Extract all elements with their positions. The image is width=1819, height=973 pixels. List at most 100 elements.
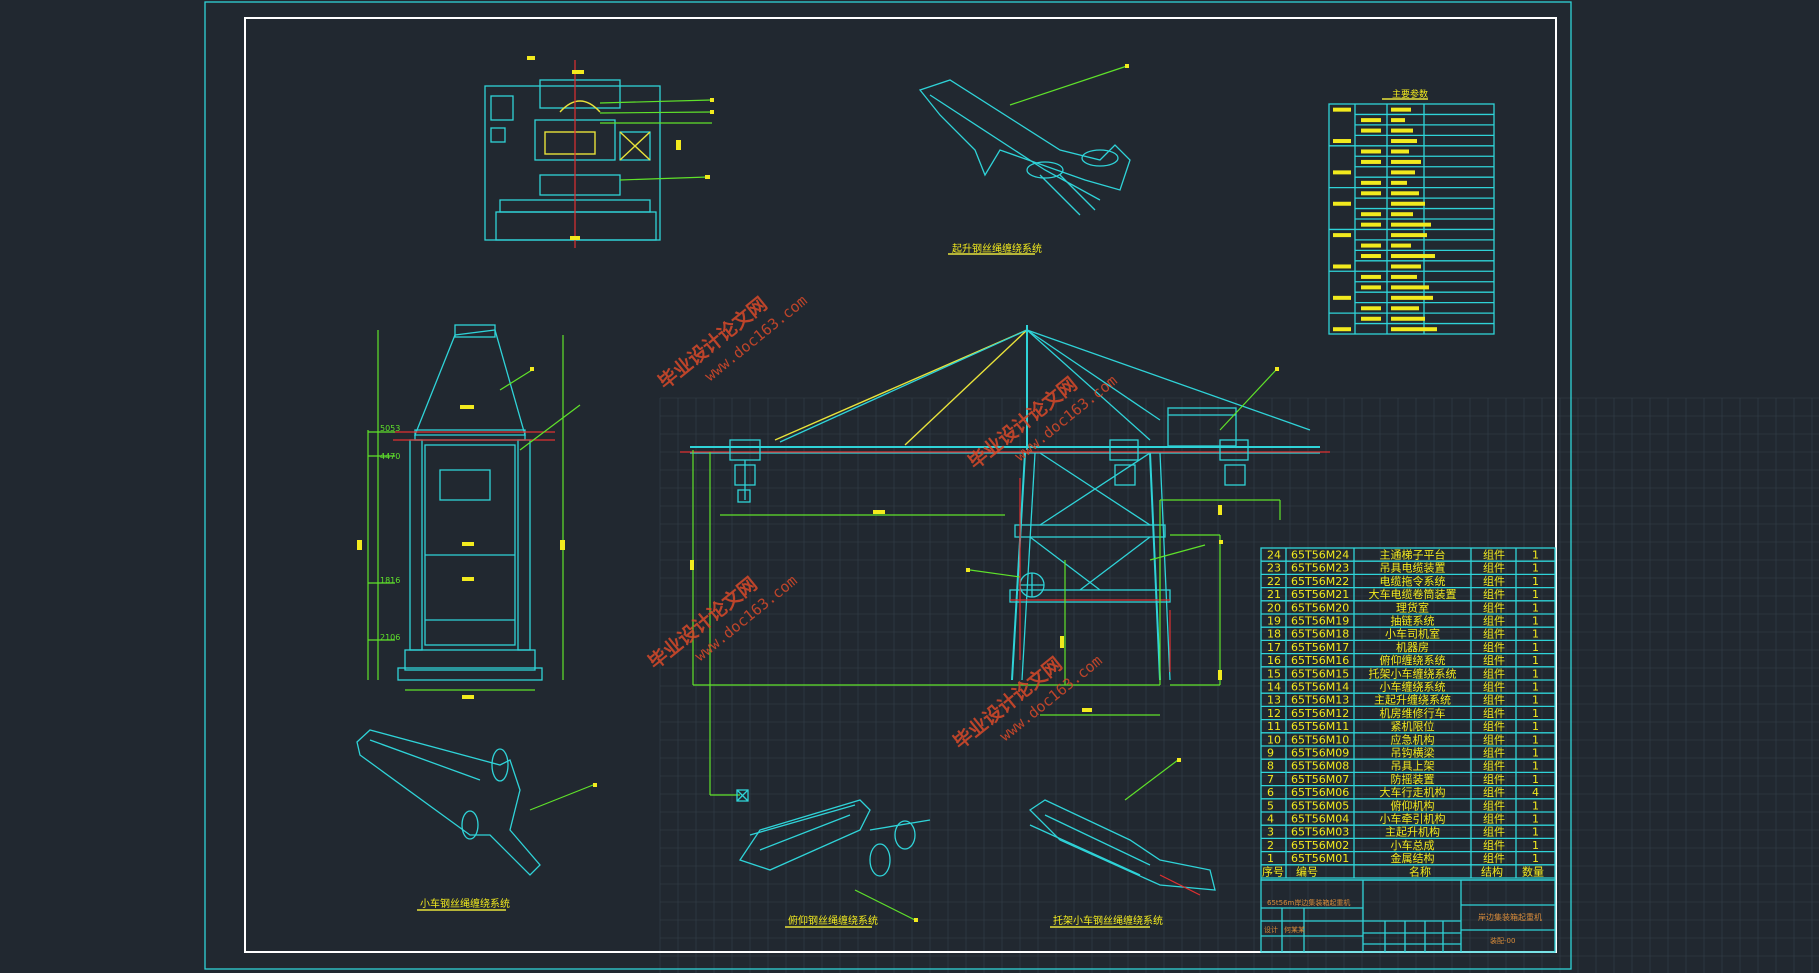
bom-cell-name: 主起升缠绕系统 — [1374, 693, 1451, 707]
bom-cell-qty: 1 — [1532, 773, 1539, 786]
bom-cell-name: 主起升机构 — [1385, 825, 1440, 839]
sheet-number: 装配-00 — [1490, 936, 1515, 945]
bom-cell-no: 23 — [1267, 562, 1281, 575]
bom-cell-code: 65T56M21 — [1291, 588, 1349, 601]
bom-cell-name: 机房维修行车 — [1380, 706, 1446, 720]
bom-cell-no: 15 — [1267, 667, 1281, 680]
bom-cell-no: 22 — [1267, 575, 1281, 588]
dim-5053: 5053 — [380, 424, 400, 433]
bom-cell-type: 组件 — [1483, 680, 1505, 694]
dim-2106: 2106 — [380, 633, 400, 642]
bom-header-cell: 序号 — [1262, 864, 1284, 878]
bom-cell-name: 电缆拖令系统 — [1380, 574, 1446, 588]
bom-cell-name: 主通梯子平台 — [1380, 548, 1446, 562]
bom-cell-no: 14 — [1267, 681, 1281, 694]
bom-cell-qty: 1 — [1532, 681, 1539, 694]
bom-cell-name: 俯仰机构 — [1391, 798, 1435, 812]
trolley-rope-diagram: 小车钢丝绳缠绕系统 — [356, 729, 597, 911]
bom-cell-code: 65T56M23 — [1291, 562, 1349, 575]
bom-cell-type: 组件 — [1483, 851, 1505, 865]
bom-cell-qty: 1 — [1532, 575, 1539, 588]
bom-cell-no: 4 — [1267, 813, 1274, 826]
bom-cell-qty: 1 — [1532, 813, 1539, 826]
inner-frame — [244, 17, 1557, 953]
bom-cell-code: 65T56M12 — [1291, 707, 1349, 720]
bom-cell-code: 65T56M07 — [1291, 773, 1349, 786]
bom-cell-type: 组件 — [1483, 772, 1505, 786]
bom-cell-type: 组件 — [1483, 653, 1505, 667]
bom-cell-code: 65T56M22 — [1291, 575, 1349, 588]
bom-cell-no: 19 — [1267, 615, 1281, 628]
bom-cell-name: 小车司机室 — [1385, 627, 1440, 641]
bom-cell-type: 组件 — [1483, 561, 1505, 575]
bom-cell-no: 18 — [1267, 628, 1281, 641]
outer-border — [204, 1, 1572, 970]
bom-cell-code: 65T56M03 — [1291, 826, 1349, 839]
main-elevation — [680, 325, 1330, 802]
bom-cell-code: 65T56M18 — [1291, 628, 1349, 641]
bom-cell-type: 组件 — [1483, 746, 1505, 760]
bom-cell-qty: 1 — [1532, 588, 1539, 601]
drawing-name: 65t56m岸边集装箱起重机 — [1267, 898, 1350, 907]
bom-cell-name: 紧机限位 — [1391, 719, 1435, 733]
bom-cell-qty: 1 — [1532, 615, 1539, 628]
bom-header-cell: 编号 — [1296, 864, 1318, 878]
bom-cell-qty: 1 — [1532, 733, 1539, 746]
bom-cell-type: 组件 — [1483, 640, 1505, 654]
bom-cell-code: 65T56M02 — [1291, 839, 1349, 852]
bom-cell-code: 65T56M11 — [1291, 720, 1349, 733]
bom-cell-code: 65T56M24 — [1291, 549, 1349, 562]
bom-cell-qty: 1 — [1532, 747, 1539, 760]
bom-cell-code: 65T56M05 — [1291, 799, 1349, 812]
cradle-rope-title: 托架小车钢丝绳缠绕系统 — [1053, 914, 1163, 927]
bom-cell-no: 11 — [1267, 720, 1281, 733]
bom-cell-type: 组件 — [1483, 719, 1505, 733]
bom-cell-code: 65T56M17 — [1291, 641, 1349, 654]
hoist-rope-diagram: 起升钢丝绳缠绕系统 — [918, 64, 1131, 255]
dim-1816: 1816 — [380, 576, 400, 585]
bom-cell-no: 3 — [1267, 826, 1274, 839]
trolley-rope-title: 小车钢丝绳缠绕系统 — [420, 897, 510, 910]
end-elevation: 5053 4470 1816 2106 — [357, 324, 581, 699]
bom-cell-type: 组件 — [1483, 732, 1505, 746]
bom-cell-name: 应急机构 — [1391, 732, 1435, 746]
bom-cell-code: 65T56M16 — [1291, 654, 1349, 667]
bom-cell-type: 组件 — [1483, 706, 1505, 720]
bom-cell-name: 吊具上架 — [1391, 760, 1435, 773]
bom-cell-code: 65T56M01 — [1291, 852, 1349, 865]
bom-cell-qty: 1 — [1532, 852, 1539, 865]
bom-cell-type: 组件 — [1483, 759, 1505, 773]
bom-cell-no: 8 — [1267, 760, 1274, 773]
bom-header-cell: 结构 — [1481, 864, 1503, 878]
bom-cell-type: 组件 — [1483, 587, 1505, 601]
designer-name: 何某某 — [1284, 925, 1305, 934]
bom-cell-no: 10 — [1267, 733, 1281, 746]
watermarks: 毕业设计论文网 www.doc163.com 毕业设计论文网 www.doc16… — [644, 291, 1121, 753]
bom-cell-code: 65T56M14 — [1291, 681, 1349, 694]
bom-cell-no: 6 — [1267, 786, 1274, 799]
bom-cell-qty: 1 — [1532, 720, 1539, 733]
main-params-title: 主要参数 — [1392, 88, 1428, 100]
plan-view — [484, 56, 714, 248]
bom-cell-code: 65T56M15 — [1291, 667, 1349, 680]
title-block: 65t56m岸边集装箱起重机 岸边集装箱起重机 装配-00 设计 何某某 — [1260, 879, 1556, 953]
design-label: 设计 — [1264, 925, 1278, 934]
bom-cell-code: 65T56M13 — [1291, 694, 1349, 707]
bom-cell-type: 组件 — [1483, 614, 1505, 628]
bom-header-cell: 数量 — [1522, 865, 1544, 878]
bom-cell-no: 17 — [1267, 641, 1281, 654]
bom-cell-type: 组件 — [1483, 785, 1505, 799]
hoist-rope-title: 起升钢丝绳缠绕系统 — [952, 242, 1042, 255]
bom-cell-qty: 4 — [1532, 786, 1539, 799]
cradle-rope-diagram: 托架小车钢丝绳缠绕系统 — [1028, 758, 1216, 928]
bom-cell-type: 组件 — [1483, 548, 1505, 562]
bom-cell-type: 组件 — [1483, 838, 1505, 852]
bom-cell-no: 12 — [1267, 707, 1281, 720]
bom-cell-name: 小车牵引机构 — [1380, 812, 1446, 826]
bom-cell-no: 7 — [1267, 773, 1274, 786]
bom-cell-code: 65T56M20 — [1291, 601, 1349, 614]
luffing-rope-title: 俯仰钢丝绳缠绕系统 — [788, 914, 878, 927]
bom-cell-name: 吊钩横梁 — [1391, 746, 1435, 760]
